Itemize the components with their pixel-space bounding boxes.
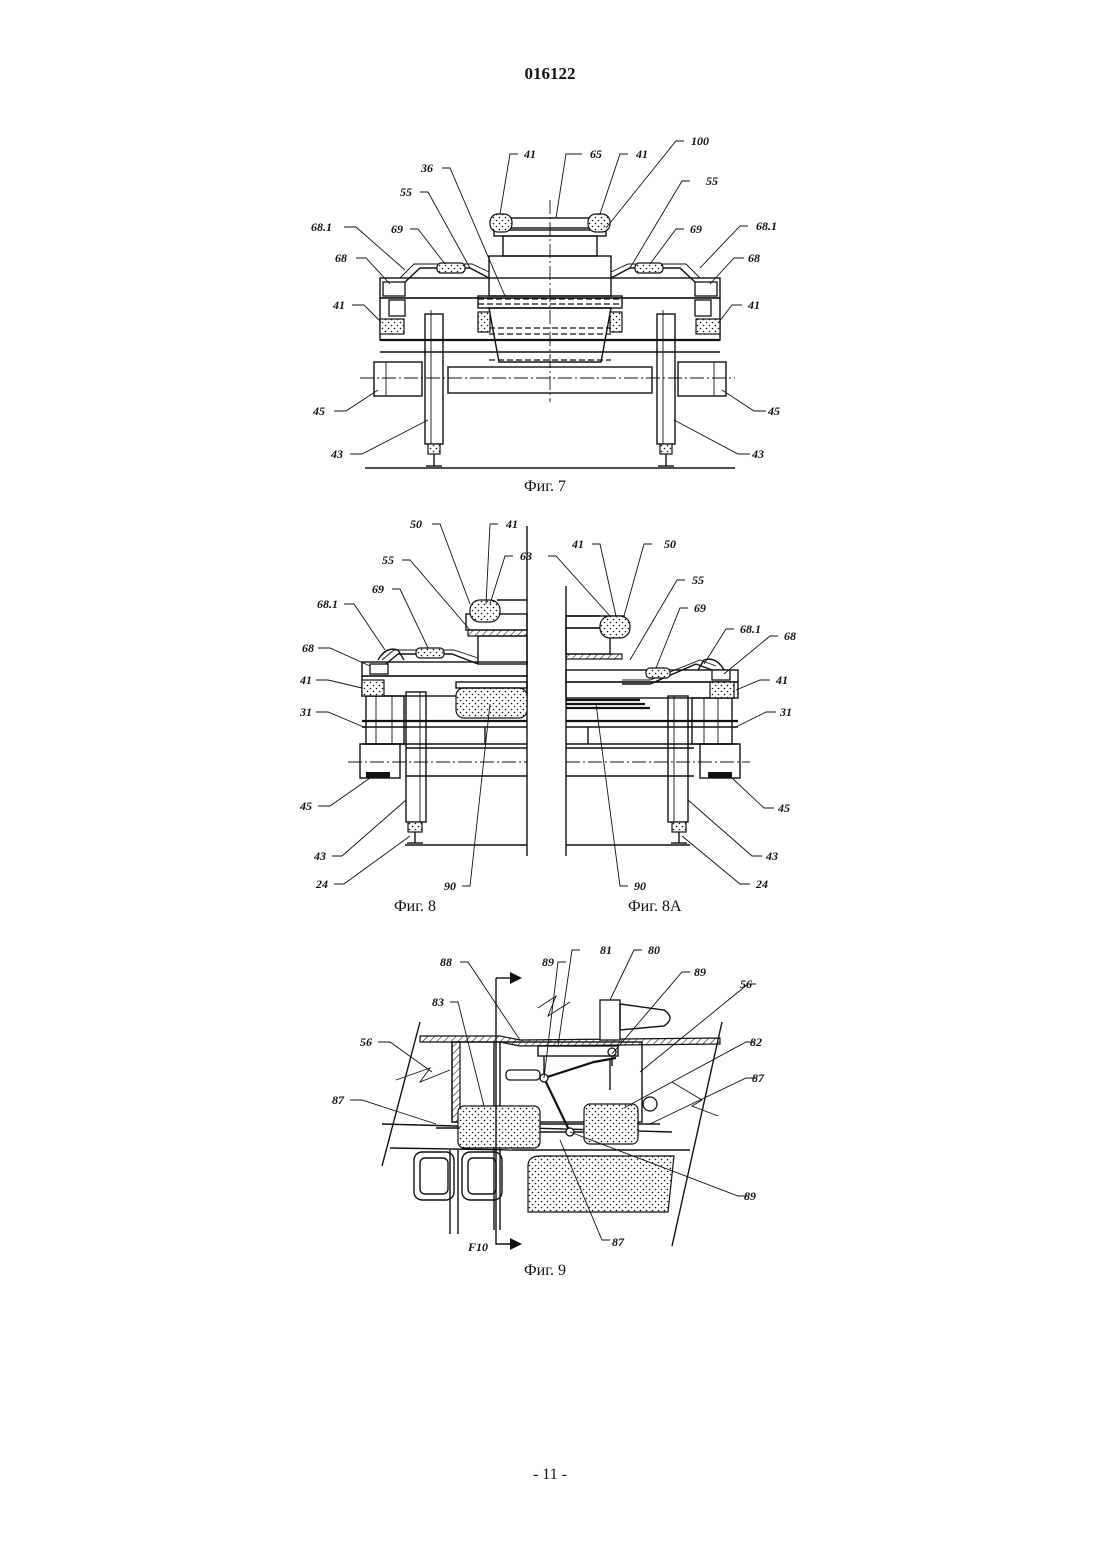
fig8-caption: Фиг. 8: [394, 898, 436, 915]
fig7-label: 55: [706, 174, 718, 188]
fig7-label: 45: [767, 404, 780, 418]
fig8a-label: 41: [571, 537, 584, 551]
fig7-label: 100: [691, 134, 709, 148]
fig8a-label: 68: [784, 629, 796, 643]
fig8a-label: 68.1: [740, 622, 761, 636]
fig9-label: 89: [542, 955, 554, 969]
fig9-label: F10: [467, 1240, 488, 1254]
fig9-label: 87: [612, 1235, 625, 1249]
fig7-label: 41: [523, 147, 536, 161]
fig8-label: 31: [299, 705, 312, 719]
fig7-caption: Фиг. 7: [524, 478, 566, 495]
fig8-label: 68: [302, 641, 314, 655]
fig9-label: 56: [740, 977, 752, 991]
fig8a-label: 43: [765, 849, 778, 863]
fig7-label: 41: [635, 147, 648, 161]
fig7-label: 55: [400, 185, 412, 199]
fig9-label: 89: [694, 965, 706, 979]
fig7-label: 68.1: [311, 220, 332, 234]
fig9-label: 80: [648, 943, 660, 957]
figure-9: 88 89 81 80 89 56 83 56 82 87 87 89 87 F…: [332, 943, 765, 1279]
fig8a-label: 50: [664, 537, 676, 551]
fig8-label: 24: [315, 877, 328, 891]
figure-8: 50 41 55 63 68.1 69 68 41 31 45 43 24 90…: [299, 517, 796, 915]
fig9-label: 87: [752, 1071, 765, 1085]
fig7-label: 68.1: [756, 219, 777, 233]
fig8a-label: 90: [634, 879, 646, 893]
fig7-label: 65: [590, 147, 602, 161]
page-number: - 11 -: [0, 1466, 1100, 1484]
fig9-label: 81: [600, 943, 612, 957]
fig8a-caption: Фиг. 8А: [628, 898, 682, 915]
fig8-label: 41: [505, 517, 518, 531]
fig7-label: 69: [391, 222, 403, 236]
fig8a-label: 41: [775, 673, 788, 687]
fig9-label: 83: [432, 995, 444, 1009]
fig9-label: 88: [440, 955, 452, 969]
fig9-label: 82: [750, 1035, 762, 1049]
fig8-label: 55: [382, 553, 394, 567]
fig9-label: 89: [744, 1189, 756, 1203]
figure-7: 41 65 41 100 36 55 55 68.1 69 69 68.1 68…: [311, 134, 780, 495]
fig8-label: 43: [313, 849, 326, 863]
fig7-label: 41: [332, 298, 345, 312]
fig9-label: 56: [360, 1035, 372, 1049]
fig8-label: 63: [520, 549, 532, 563]
fig8a-label: 24: [755, 877, 768, 891]
fig8a-label: 55: [692, 573, 704, 587]
fig7-label: 43: [330, 447, 343, 461]
fig8a-label: 69: [694, 601, 706, 615]
fig8-label: 50: [410, 517, 422, 531]
fig8-label: 90: [444, 879, 456, 893]
fig8-label: 69: [372, 582, 384, 596]
fig9-label: 87: [332, 1093, 345, 1107]
fig8-label: 45: [299, 799, 312, 813]
fig7-label: 45: [312, 404, 325, 418]
fig7-label: 43: [751, 447, 764, 461]
fig7-label: 68: [748, 251, 760, 265]
fig7-label: 36: [420, 161, 433, 175]
fig7-label: 41: [747, 298, 760, 312]
fig9-caption: Фиг. 9: [524, 1262, 566, 1279]
fig7-label: 68: [335, 251, 347, 265]
fig8a-label: 31: [779, 705, 792, 719]
fig7-label: 69: [690, 222, 702, 236]
fig8a-label: 45: [777, 801, 790, 815]
fig8-label: 41: [299, 673, 312, 687]
fig8-label: 68.1: [317, 597, 338, 611]
